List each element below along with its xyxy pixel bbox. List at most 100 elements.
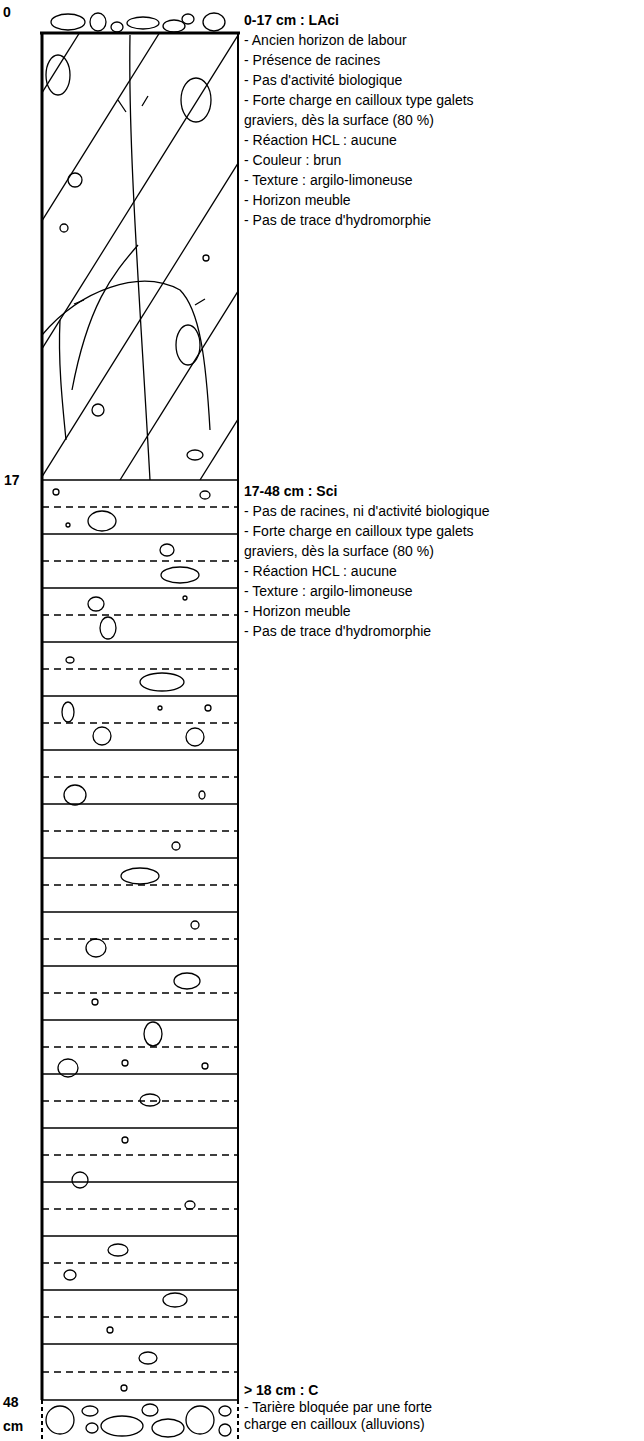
stone [66,523,70,527]
band-dash [42,1262,238,1263]
pebble [219,1406,231,1416]
band-line [42,857,238,858]
band-line [42,965,238,966]
stone [72,1172,88,1188]
stone [100,617,116,639]
band-line [42,1127,238,1128]
stone [62,702,74,722]
band-dash [42,1046,238,1047]
stone [122,1137,128,1143]
stone [185,1201,195,1209]
hatch-line [42,33,238,480]
hatch-line [42,33,180,480]
hatch-line [42,33,238,480]
pebble [86,1423,98,1433]
horizon-note: - Texture : argilo-limoneuse [244,581,413,601]
horizon-note: - Pas de trace d'hydromorphie [244,210,431,230]
horizon-note: - Forte charge en cailloux type galets g… [244,521,494,561]
band-dash [42,1316,238,1317]
stone [144,1022,162,1046]
stone [176,325,200,365]
pebble [152,1419,184,1437]
stone [163,1293,187,1307]
stone [187,450,203,460]
horizon-note: - Couleur : brun [244,150,341,170]
horizon-note: - Ancien horizon de labour [244,30,407,50]
stone [139,1352,157,1364]
hatch-line [120,33,238,480]
pebble [82,1406,98,1416]
band-line [42,641,238,642]
hatch-line [200,33,238,480]
stone [122,1060,128,1066]
pebble [186,1406,214,1434]
band-line [42,587,238,588]
stone [191,921,199,929]
band-line [42,1019,238,1020]
column-border [41,1400,43,1441]
horizon-heading: 17-48 cm : Sci [244,481,337,501]
stone [205,705,211,711]
band-line [42,749,238,750]
stone [181,78,211,122]
stone [121,868,159,884]
band-dash [42,560,238,561]
band-dash [42,1154,238,1155]
depth-label: 48 [3,1392,19,1412]
depth-label: 0 [3,2,11,22]
stone [92,999,98,1005]
horizon-note: - Réaction HCL : aucune [244,130,397,150]
pebble [46,1406,74,1434]
horizon-heading: > 18 cm : C [244,1382,318,1399]
stone [174,973,200,989]
stone [160,544,174,556]
horizon-note: - Pas de trace d'hydromorphie [244,621,431,641]
stone [140,1094,160,1106]
band-line [42,1289,238,1290]
horizon-note: - Horizon meuble [244,601,351,621]
band-dash [42,1208,238,1209]
stone [92,404,104,416]
root [42,281,210,430]
stone [202,1063,208,1069]
band-dash [42,614,238,615]
pebble [182,14,194,24]
pebble [163,20,185,32]
pebble [51,14,85,30]
horizon-note: - Pas de racines, ni d'activité biologiq… [244,501,489,521]
band-dash [42,668,238,669]
band-dash [42,992,238,993]
horizon-boundary [42,479,238,481]
stone [46,55,70,95]
band-dash [42,506,238,507]
horizon-note: - Texture : argilo-limoneuse [244,170,413,190]
stone [64,1270,76,1280]
band-dash [42,830,238,831]
stone [121,1385,127,1391]
depth-label: 17 [4,470,20,490]
stone [140,673,184,691]
horizon-note: - Forte charge en cailloux type galets g… [244,90,494,130]
stone [108,1244,128,1256]
pebble [111,22,123,32]
horizon-boundary [42,1399,238,1401]
pebble [127,17,159,29]
pebble [90,13,106,31]
stone [107,1327,113,1333]
stone [88,511,116,531]
band-line [42,1343,238,1344]
stone [53,489,59,495]
stone [58,1059,78,1077]
column-border [237,1400,239,1441]
pebble [203,13,225,31]
hatch-line [42,33,100,480]
stone [161,567,199,583]
root [59,320,66,440]
root [130,35,150,480]
stone [199,791,205,799]
stone [203,255,209,261]
stone [172,842,180,850]
column-border [41,33,44,1400]
band-line [42,911,238,912]
